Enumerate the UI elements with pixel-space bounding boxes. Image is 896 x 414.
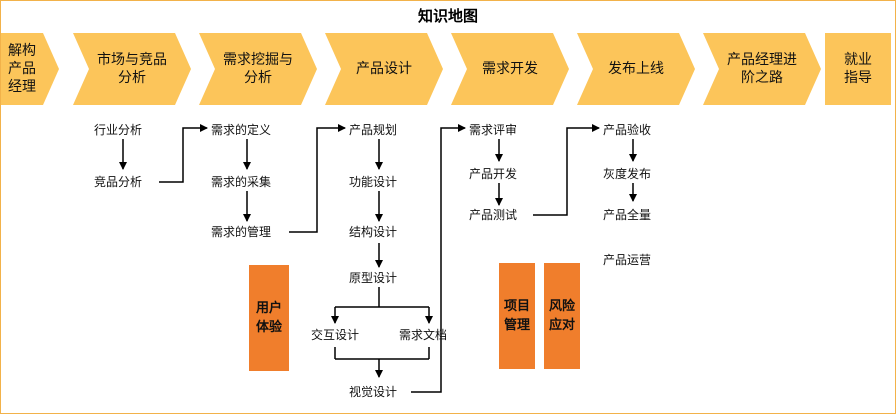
node-industry-analysis: 行业分析 <box>94 123 143 137</box>
stage-label: 产品经理进 阶之路 <box>727 52 797 86</box>
stage-label: 发布上线 <box>608 61 664 77</box>
stage-requirement-mining: 需求挖掘与 分析 <box>199 33 317 105</box>
node-full-release: 产品全量 <box>603 208 652 222</box>
stage-label: 产品设计 <box>356 61 412 77</box>
stage-employment-guidance: 就业 指导 <box>825 33 891 105</box>
node-requirement-collection: 需求的采集 <box>211 175 272 189</box>
node-interaction-design: 交互设计 <box>311 328 360 342</box>
node-structure-design: 结构设计 <box>349 225 398 239</box>
node-requirement-management: 需求的管理 <box>211 225 272 239</box>
stage-requirement-development: 需求开发 <box>451 33 569 105</box>
node-product-development: 产品开发 <box>469 167 518 181</box>
stage-product-design: 产品设计 <box>325 33 443 105</box>
node-requirement-document: 需求文档 <box>399 328 448 342</box>
node-product-planning: 产品规划 <box>349 123 398 137</box>
stage-market-competitor-analysis: 市场与竞品 分析 <box>73 33 191 105</box>
stage-release-launch: 发布上线 <box>577 33 695 105</box>
node-requirement-review: 需求评审 <box>469 123 518 137</box>
node-requirement-definition: 需求的定义 <box>211 123 272 137</box>
stage-label: 市场与竞品 分析 <box>97 52 167 86</box>
node-product-acceptance: 产品验收 <box>603 123 652 137</box>
node-competitor-analysis: 竞品分析 <box>94 175 143 189</box>
stage-label: 解构 产品 经理 <box>8 43 36 95</box>
node-product-operation: 产品运营 <box>603 253 652 267</box>
node-product-testing: 产品测试 <box>469 208 518 222</box>
box-risk-response: 风险 应对 <box>544 263 580 369</box>
node-gray-release: 灰度发布 <box>603 167 652 181</box>
stage-pm-advancement: 产品经理进 阶之路 <box>703 33 821 105</box>
node-prototype-design: 原型设计 <box>349 271 398 285</box>
node-function-design: 功能设计 <box>349 175 398 189</box>
stage-label: 就业 指导 <box>844 52 872 86</box>
stage-label: 需求挖掘与 分析 <box>223 52 293 86</box>
node-visual-design: 视觉设计 <box>349 385 398 399</box>
box-user-experience: 用户 体验 <box>249 265 289 371</box>
stage-label: 需求开发 <box>482 61 538 77</box>
box-project-management: 项目 管理 <box>499 263 535 369</box>
map-title: 知识地图 <box>417 7 478 25</box>
